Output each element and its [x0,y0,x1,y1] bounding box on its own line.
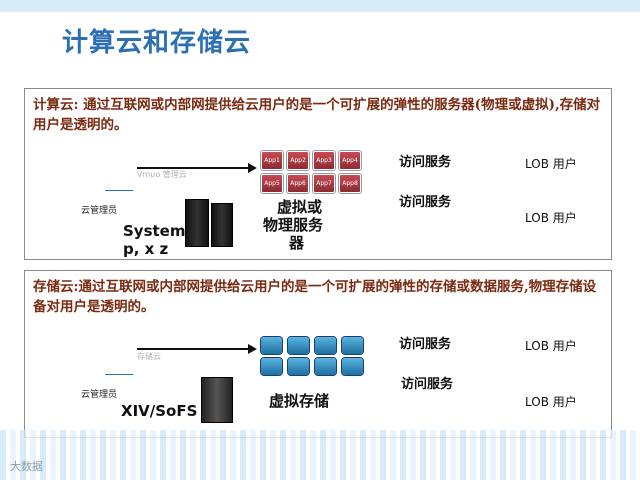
storage-lob-user-2: LOB 用户 [525,395,577,409]
storage-faint-label: 存储云 [137,352,161,361]
storage-server-icon [201,377,233,423]
slide-title: 计算云和存储云 [62,28,252,58]
app-icon: App7 [313,174,335,193]
disk-icon [261,358,282,375]
compute-admin-label: 云管理员 [81,206,118,216]
watermark: 大数据 [10,460,43,473]
disk-icon [288,358,309,375]
server-rack-icon [185,199,209,247]
top-banner [0,0,640,12]
virtual-storage-label: 虚拟存储 [269,392,330,410]
app-icon: App1 [261,151,283,170]
app-icon: App3 [313,151,335,170]
storage-device-label: XIV/SoFS [121,402,198,420]
storage-admin-line [105,374,133,375]
server-rack-icon [211,203,233,247]
storage-access-service-1: 访问服务 [399,337,452,352]
disk-icon [261,337,282,354]
system-label-1: System [123,222,186,240]
app-icon: App6 [287,174,309,193]
lob-user-1: LOB 用户 [525,157,577,171]
storage-access-service-2: 访问服务 [401,377,454,392]
storage-admin-label: 云管理员 [81,390,118,400]
storage-lob-user-1: LOB 用户 [525,339,577,353]
storage-arrow [137,344,257,354]
disk-grid [261,337,365,375]
compute-arrow [137,163,257,173]
decorative-footer [0,430,640,480]
access-service-2: 访问服务 [399,195,452,210]
storage-description: 存储云:通过互联网或内部网提供给云用户的是一个可扩展的弹性的存储或数据服务,物理… [33,279,597,315]
disk-icon [315,358,336,375]
lob-user-2: LOB 用户 [525,211,577,225]
app-icon: App5 [261,174,283,193]
compute-cloud-panel: 计算云: 通过互联网或内部网提供给云用户的是一个可扩展的弹性的服务器(物理或虚拟… [24,88,612,260]
disk-icon [342,337,363,354]
compute-faint-label: Vmuo 管理云 [137,170,187,179]
disk-icon [315,337,336,354]
access-service-1: 访问服务 [399,155,452,170]
storage-cloud-panel: 存储云:通过互联网或内部网提供给云用户的是一个可扩展的弹性的存储或数据服务,物理… [24,270,612,438]
disk-icon [288,337,309,354]
server-label-2: 物理服务 [263,216,324,234]
app-icon: App2 [287,151,309,170]
app-icon: App4 [339,151,361,170]
server-label-3: 器 [289,234,305,252]
compute-description: 计算云: 通过互联网或内部网提供给云用户的是一个可扩展的弹性的服务器(物理或虚拟… [33,97,601,133]
compute-admin-line [105,190,133,191]
system-label-2: p, x z [123,240,169,258]
app-icon: App8 [339,174,361,193]
disk-icon [342,358,363,375]
app-grid: App1 App2 App3 App4 App5 App6 App7 App8 [261,151,361,193]
server-label-1: 虚拟或 [277,198,323,216]
